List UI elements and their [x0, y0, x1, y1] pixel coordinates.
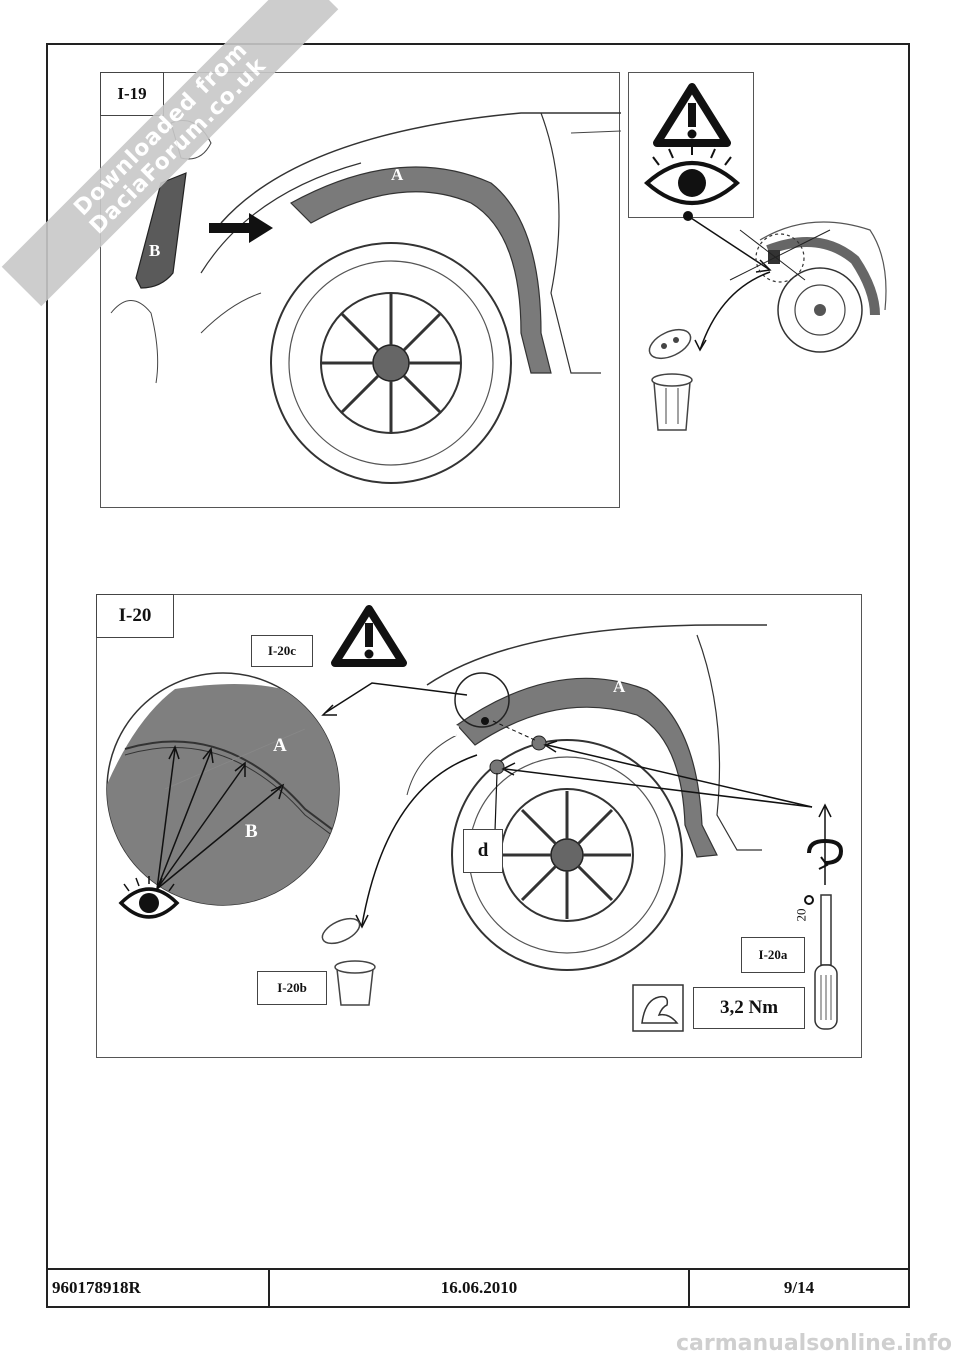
- detail-part-b-label: B: [245, 821, 258, 842]
- document-date: 16.06.2010: [270, 1270, 690, 1306]
- joint-detail-magnifier: [106, 672, 340, 906]
- fender-illustration-i19: [110, 112, 622, 484]
- part-a-label: A: [391, 165, 404, 184]
- page-number: 9/14: [783, 1278, 815, 1297]
- part-b-label: B: [149, 241, 161, 260]
- wheel-arch-detail-illustration: [683, 211, 887, 353]
- document-reference: 960178918R: [48, 1270, 270, 1306]
- eye-icon: [118, 745, 285, 919]
- figure-i19-panel: I-19 A B: [100, 72, 622, 508]
- figure-i20-panel: I-20 I-20c I-20a I-20b d 3,2 Nm A B A B …: [96, 594, 862, 1058]
- site-watermark: carmanualsonline.info: [676, 1331, 952, 1356]
- part-b-label: B: [449, 721, 461, 740]
- warning-icon: [653, 83, 731, 147]
- torque-value: 3,2 Nm: [693, 987, 805, 1029]
- clip-fastener-illustration: [648, 328, 693, 431]
- tool-size-label: 20: [793, 908, 809, 922]
- eye-icon: [643, 145, 741, 205]
- inspection-warning-box: [628, 72, 754, 218]
- sub-figure-i20b-label: I-20b: [257, 971, 327, 1005]
- sub-figure-i20a-label: I-20a: [741, 937, 805, 973]
- page-footer: 960178918R 16.06.2010 9/14: [46, 1268, 910, 1308]
- part-a-label: A: [613, 677, 626, 696]
- figure-i19-label: I-19: [100, 72, 164, 116]
- sub-figure-i20c-label: I-20c: [251, 635, 313, 667]
- screw-d-label: d: [463, 829, 503, 873]
- figure-i20-label: I-20: [96, 594, 174, 638]
- fender-illustration-i20: [321, 624, 844, 1032]
- warning-icon: [331, 605, 407, 667]
- detail-part-a-label: A: [273, 735, 287, 756]
